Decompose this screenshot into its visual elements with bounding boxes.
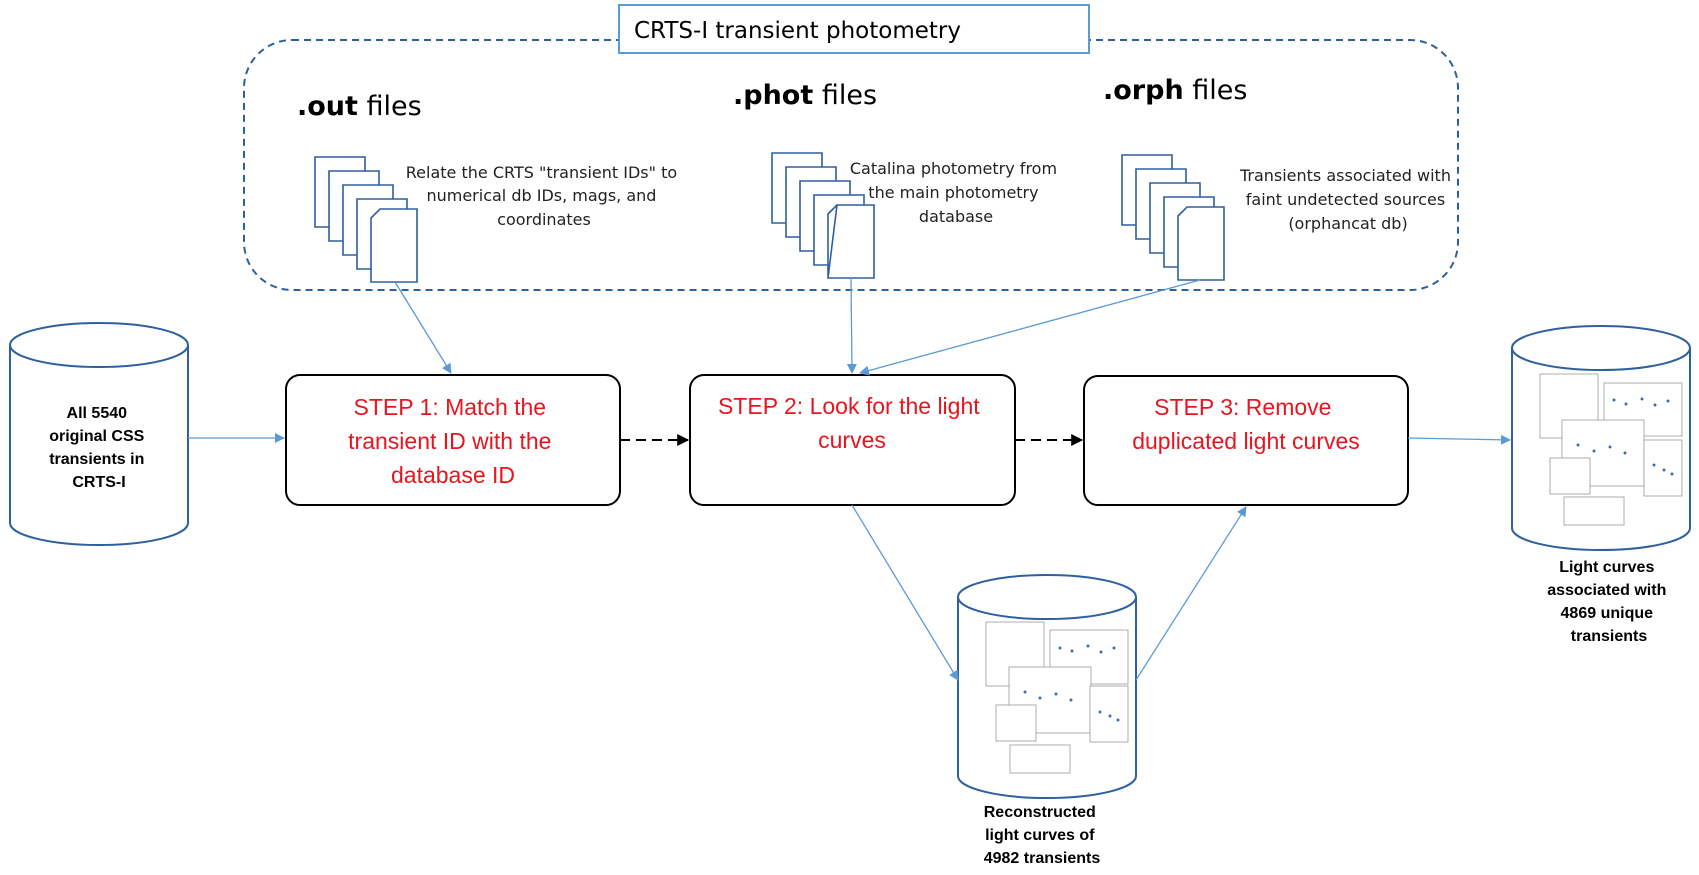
orph-files: .orph files Transients associated with f… — [1103, 75, 1456, 281]
phot-desc-line-2: the main photometry — [868, 183, 1038, 202]
step-2-to-reconstructed-arrow — [851, 504, 959, 681]
phot-description: Catalina photometry from the main photom… — [850, 159, 1062, 226]
phot-suffix: files — [813, 80, 877, 111]
orph-suffix: files — [1184, 75, 1248, 106]
orph-desc-line-3: (orphancat db) — [1288, 214, 1407, 233]
step-3-box: STEP 3: Remove duplicated light curves — [1083, 375, 1409, 506]
orph-ext: .orph — [1103, 75, 1184, 106]
orph-desc-line-2: faint undetected sources — [1246, 190, 1445, 209]
phot-document-stack-icon — [771, 152, 875, 279]
orph-files-heading: .orph files — [1103, 75, 1247, 106]
phot-to-step-2-arrow — [846, 277, 857, 374]
step-2-text: STEP 2: Look for the light curves — [718, 393, 986, 453]
out-document-stack-icon — [314, 156, 418, 283]
phot-desc-line-3: database — [919, 207, 993, 226]
reconstructed-database-label: Reconstructed light curves of 4982 trans… — [984, 804, 1101, 867]
out-desc-line-1: Relate the CRTS "transient IDs" to — [406, 163, 677, 182]
phot-ext: .phot — [733, 80, 813, 111]
step-2-box: STEP 2: Look for the light curves — [689, 374, 1016, 506]
input-database: All 5540 original CSS transients in CRTS… — [9, 322, 189, 546]
out-files-heading: .out files — [297, 91, 422, 122]
out-description: Relate the CRTS "transient IDs" to numer… — [406, 163, 682, 229]
orph-document-stack-icon — [1121, 154, 1225, 281]
output-plot-thumbnails — [1539, 373, 1683, 526]
output-database-label: Light curves associated with 4869 unique… — [1547, 559, 1671, 645]
orph-to-step-2-arrow — [859, 279, 1201, 376]
reconstructed-plot-thumbnails — [985, 621, 1129, 774]
step-1-text: STEP 1: Match the transient ID with the … — [348, 394, 558, 488]
step-1-box: STEP 1: Match the transient ID with the … — [285, 374, 621, 506]
reconstructed-to-step-3-arrow — [1135, 506, 1247, 681]
out-desc-line-2: numerical db IDs, mags, and — [426, 186, 656, 205]
out-suffix: files — [358, 91, 422, 122]
input-database-label: All 5540 original CSS transients in CRTS… — [49, 405, 149, 491]
group-title: CRTS-I transient photometry — [634, 18, 961, 44]
phot-files-heading: .phot files — [733, 80, 877, 111]
out-files: .out files Relate the CRTS "transient ID… — [297, 91, 682, 283]
out-to-step-1-arrow — [394, 281, 452, 374]
output-database: Light curves associated with 4869 unique… — [1511, 325, 1691, 645]
out-ext: .out — [297, 91, 358, 122]
group-title-box — [618, 4, 1090, 54]
phot-desc-line-1: Catalina photometry from — [850, 159, 1057, 178]
step-3-to-output-arrow — [1407, 434, 1511, 445]
reconstructed-database: Reconstructed light curves of 4982 trans… — [957, 574, 1137, 867]
orph-description: Transients associated with faint undetec… — [1239, 166, 1456, 233]
phot-files: .phot files Catalina photometry from the… — [733, 80, 1062, 279]
orph-desc-line-1: Transients associated with — [1239, 166, 1451, 185]
out-desc-line-3: coordinates — [497, 210, 591, 229]
step-3-text: STEP 3: Remove duplicated light curves — [1132, 394, 1360, 454]
